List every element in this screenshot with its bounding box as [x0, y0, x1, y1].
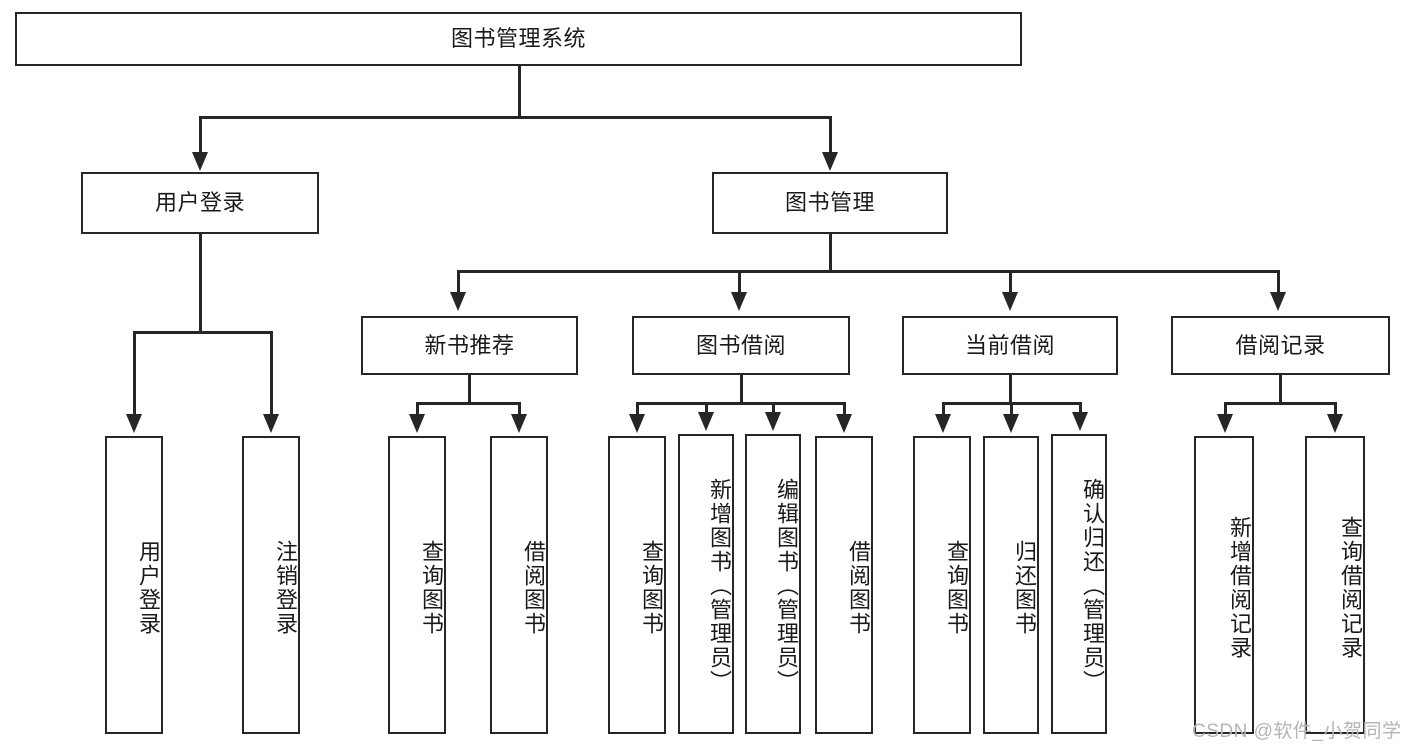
- edge-to-leaf-confirm-return: [1079, 402, 1082, 415]
- edge-level3-bus: [457, 270, 1279, 273]
- edge-new-book-bus: [416, 402, 520, 405]
- node-label: 图书借阅: [695, 332, 786, 358]
- node-label: 查询图书: [639, 540, 664, 636]
- arrow-to-leaf-borrow-book-1: [511, 414, 527, 433]
- leaf-logout[interactable]: 注销登录: [242, 436, 300, 734]
- node-book-borrow[interactable]: 图书借阅: [632, 316, 850, 375]
- node-label: 注销登录: [273, 540, 298, 636]
- node-label: 查询图书: [419, 540, 444, 636]
- edge-root-to-user-login: [199, 116, 202, 154]
- node-current-borrow[interactable]: 当前借阅: [902, 316, 1118, 375]
- leaf-user-login[interactable]: 用户登录: [105, 436, 163, 734]
- node-label: 用户登录: [136, 540, 161, 636]
- edge-user-login-down: [199, 234, 202, 332]
- edge-current-borrow-down: [1009, 375, 1012, 403]
- leaf-query-book-current[interactable]: 查询图书: [913, 436, 971, 734]
- leaf-query-book-recommend[interactable]: 查询图书: [388, 436, 446, 734]
- node-label: 归还图书: [1012, 540, 1037, 636]
- arrow-to-book-mgmt: [822, 152, 838, 171]
- arrow-to-leaf-query-book-2: [629, 414, 645, 433]
- arrow-to-leaf-query-book-1: [409, 414, 425, 433]
- edge-to-leaf-borrow-book-2: [843, 402, 846, 415]
- node-root-system[interactable]: 图书管理系统: [15, 12, 1022, 66]
- csdn-watermark: CSDN @软件_小贺同学: [1192, 721, 1402, 742]
- node-label: 新书推荐: [424, 332, 515, 358]
- leaf-borrow-book-recommend[interactable]: 借阅图书: [490, 436, 548, 734]
- arrow-to-leaf-return-book: [1003, 414, 1019, 433]
- node-label: 新增借阅记录: [1227, 516, 1252, 660]
- arrow-to-leaf-edit-book: [765, 412, 781, 431]
- node-label: 查询借阅记录: [1338, 516, 1363, 660]
- edge-borrow-record-bus: [1224, 402, 1336, 405]
- arrow-to-leaf-query-book-3: [935, 414, 951, 433]
- arrow-to-leaf-borrow-book-2: [836, 414, 852, 433]
- leaf-borrow-book[interactable]: 借阅图书: [815, 436, 873, 734]
- arrow-to-leaf-logout: [263, 414, 279, 433]
- edge-to-leaf-add-record: [1224, 402, 1227, 415]
- arrow-to-leaf-query-record: [1327, 414, 1343, 433]
- arrow-to-leaf-add-record: [1217, 414, 1233, 433]
- node-label: 图书管理: [784, 190, 875, 216]
- edge-user-login-bus: [133, 331, 272, 334]
- node-borrow-record[interactable]: 借阅记录: [1171, 316, 1390, 375]
- edge-to-leaf-query-book-3: [942, 402, 945, 415]
- arrow-to-current-borrow: [1002, 292, 1018, 311]
- leaf-query-borrow-record[interactable]: 查询借阅记录: [1305, 436, 1365, 734]
- edge-to-borrow-record: [1277, 270, 1280, 294]
- edge-to-leaf-query-book-2: [636, 402, 639, 415]
- node-label: 图书管理系统: [450, 26, 586, 52]
- node-new-book-recommend[interactable]: 新书推荐: [361, 316, 578, 375]
- node-label: 当前借阅: [964, 332, 1055, 358]
- node-book-management[interactable]: 图书管理: [712, 172, 948, 234]
- edge-to-leaf-return-book: [1010, 402, 1013, 415]
- leaf-query-book-borrow[interactable]: 查询图书: [608, 436, 666, 734]
- leaf-add-book[interactable]: 新增图书（管理员）: [678, 434, 734, 734]
- edge-to-book-borrow: [738, 270, 741, 294]
- edge-to-new-book: [457, 270, 460, 294]
- edge-to-current-borrow: [1009, 270, 1012, 294]
- edge-root-down: [518, 66, 521, 118]
- edge-to-leaf-user-login: [133, 331, 136, 415]
- node-label: 确认归还（管理员）: [1080, 478, 1105, 694]
- node-label: 借阅记录: [1235, 332, 1326, 358]
- arrow-to-new-book: [450, 292, 466, 311]
- leaf-edit-book[interactable]: 编辑图书（管理员）: [745, 434, 801, 734]
- arrow-to-leaf-confirm-return: [1072, 412, 1088, 431]
- leaf-add-borrow-record[interactable]: 新增借阅记录: [1194, 436, 1254, 734]
- node-label: 用户登录: [154, 190, 245, 216]
- edge-to-leaf-query-record: [1334, 402, 1337, 415]
- arrow-to-leaf-user-login: [126, 414, 142, 433]
- edge-borrow-record-down: [1279, 375, 1282, 403]
- arrow-to-borrow-record: [1270, 292, 1286, 311]
- node-label: 新增图书（管理员）: [707, 478, 732, 694]
- node-user-login[interactable]: 用户登录: [81, 172, 319, 234]
- edge-to-leaf-borrow-book-1: [518, 402, 521, 415]
- arrow-to-leaf-add-book: [698, 412, 714, 431]
- edge-root-to-book-mgmt: [829, 116, 832, 154]
- edge-book-borrow-down: [740, 375, 743, 403]
- node-label: 查询图书: [944, 540, 969, 636]
- leaf-confirm-return[interactable]: 确认归还（管理员）: [1051, 434, 1107, 734]
- node-label: 借阅图书: [521, 540, 546, 636]
- node-label: 编辑图书（管理员）: [774, 478, 799, 694]
- arrow-to-user-login: [192, 152, 208, 171]
- edge-book-borrow-bus: [636, 402, 844, 405]
- edge-to-leaf-query-book-1: [416, 402, 419, 415]
- edge-to-leaf-add-book: [705, 402, 708, 415]
- edge-book-mgmt-down: [829, 234, 832, 272]
- leaf-return-book[interactable]: 归还图书: [983, 436, 1039, 734]
- arrow-to-book-borrow: [731, 292, 747, 311]
- edge-new-book-down: [468, 375, 471, 403]
- edge-to-leaf-edit-book: [772, 402, 775, 415]
- edge-to-leaf-logout: [270, 331, 273, 415]
- edge-root-bus: [199, 116, 831, 119]
- node-label: 借阅图书: [846, 540, 871, 636]
